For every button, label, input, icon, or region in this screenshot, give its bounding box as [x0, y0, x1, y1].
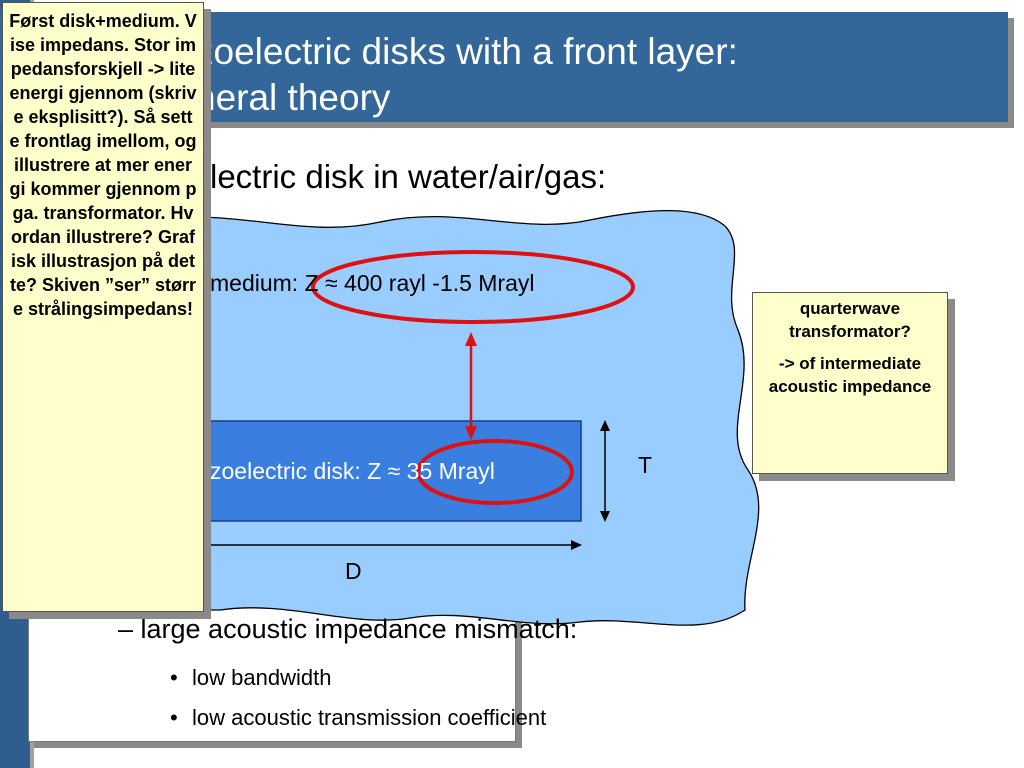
- bullet-dot-icon: •: [170, 705, 178, 730]
- mismatch-arrow-head-up: [465, 332, 477, 346]
- note-right-line-2: -> of intermediate acoustic impedance: [768, 354, 932, 396]
- sub-bullet-text: low acoustic transmission coefficient: [192, 705, 547, 730]
- disk-impedance-label: zoelectric disk: Z ≈ 35 Mrayl: [210, 458, 495, 484]
- content-frame: [28, 600, 516, 742]
- medium-impedance-label: medium: Z ≈ 400 rayl -1.5 Mrayl: [210, 270, 535, 296]
- diameter-label: D: [345, 558, 362, 584]
- sub-bullet-item: • low acoustic transmission coefficient: [170, 705, 546, 731]
- bullet-impedance-mismatch: – large acoustic impedance mismatch:: [118, 614, 578, 644]
- thickness-arrow-head-down: [600, 511, 610, 522]
- thickness-label: T: [638, 452, 653, 478]
- speaker-note-left[interactable]: Først disk+medium. Vise impedans. Stor i…: [2, 2, 204, 612]
- disk-impedance-highlight: [416, 439, 574, 505]
- sub-bullet-text: low bandwidth: [192, 665, 332, 690]
- title-line-1: zoelectric disks with a front layer:: [195, 31, 738, 72]
- mismatch-arrow-head-down: [465, 426, 477, 440]
- diameter-arrow-head: [571, 540, 582, 550]
- slide-heading: lectric disk in water/air/gas:: [210, 158, 607, 195]
- medium-impedance-highlight: [311, 250, 635, 324]
- slide-title: zoelectric disks with a front layer: ner…: [195, 29, 995, 121]
- bullet-dot-icon: •: [170, 665, 178, 690]
- title-line-2: neral theory: [195, 77, 391, 118]
- thickness-arrow-head-up: [600, 420, 610, 431]
- note-right-line-1: quarterwave transformator?: [789, 299, 911, 341]
- speaker-note-right[interactable]: quarterwave transformator? -> of interme…: [752, 292, 948, 474]
- sub-bullet-item: • low bandwidth: [170, 665, 331, 691]
